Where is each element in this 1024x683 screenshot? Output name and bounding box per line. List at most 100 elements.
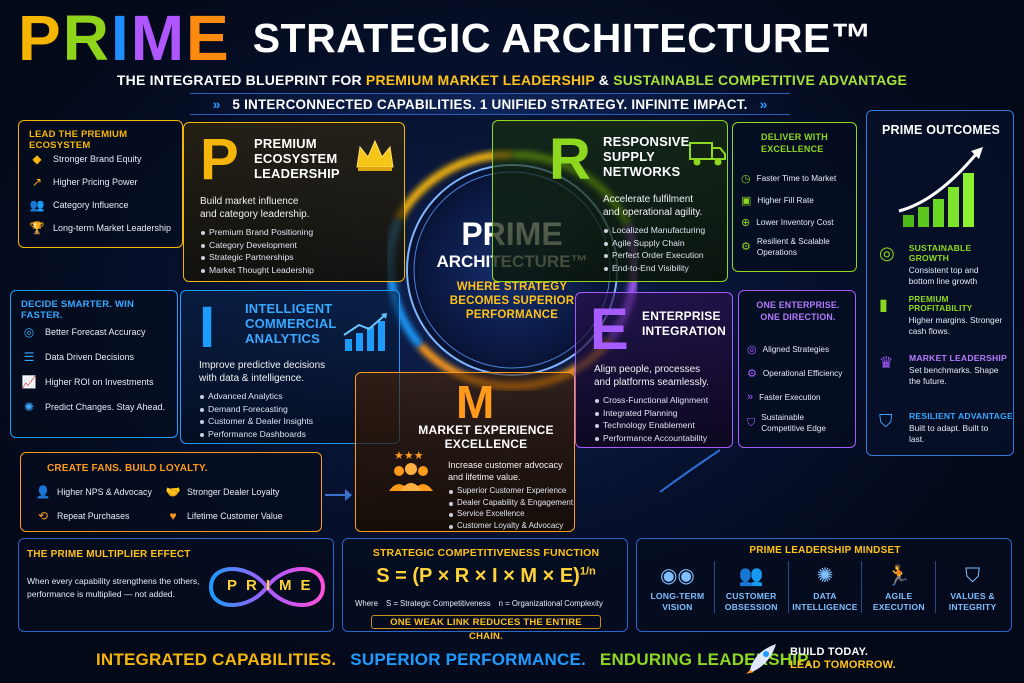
lead-premium-title: LEAD THE PREMIUM ECOSYSTEM — [29, 129, 128, 151]
shield-star-icon: ⛉ — [965, 565, 981, 587]
list-item: Integrated Planning — [594, 407, 708, 420]
multiplier-title: THE PRIME MULTIPLIER EFFECT — [27, 549, 191, 560]
brain-icon: ✺ — [816, 565, 834, 587]
double-chevron-right-icon: » — [212, 96, 221, 112]
formula-title: STRATEGIC COMPETITIVENESS FUNCTION — [372, 547, 600, 559]
shield-star-icon: ⛉ — [879, 411, 893, 431]
footer-slogan: INTEGRATED CAPABILITIES. SUPERIOR PERFOR… — [96, 650, 812, 669]
mindset-title: PRIME LEADERSHIP MINDSET — [749, 545, 901, 556]
rocket-icon — [744, 640, 784, 681]
letter-r: R — [549, 127, 591, 192]
target-icon: ◎ — [747, 343, 757, 356]
shield-icon: ⛉ — [747, 416, 756, 429]
person-icon: 👤 — [35, 485, 51, 499]
r-bullets: Localized Manufacturing Agile Supply Cha… — [603, 224, 705, 274]
double-chevron-right-icon: » — [759, 96, 768, 112]
list-item: ✺Predict Changes. Stay Ahead. — [21, 394, 165, 419]
panel-lead-premium: LEAD THE PREMIUM ECOSYSTEM ◆Stronger Bra… — [18, 120, 183, 248]
list-item: ⚙Resilient & Scalable Operations — [741, 237, 830, 257]
list-item: 🤝Stronger Dealer Loyalty — [165, 485, 280, 499]
list-item: 📈Higher ROI on Investments — [21, 374, 154, 389]
title-rest: STRATEGIC ARCHITECTURE™ — [252, 14, 873, 61]
diamond-icon: ◆ — [32, 151, 42, 166]
list-item: Agile Supply Chain — [603, 237, 705, 250]
panel-formula: STRATEGIC COMPETITIVENESS FUNCTION S = (… — [342, 538, 628, 642]
bar-chart-icon: ▮ — [879, 297, 888, 314]
prime-logo-word: PRIME — [18, 2, 231, 74]
tagline-text: 5 INTERCONNECTED CAPABILITIES. 1 UNIFIED… — [232, 96, 748, 112]
list-item: Strategic Partnerships — [200, 251, 314, 264]
box-icon: ▣ — [741, 194, 752, 207]
list-item: Cross-Functional Alignment — [594, 394, 708, 407]
list-item: ♥Lifetime Customer Value — [165, 505, 315, 527]
list-item: ◎Aligned Strategies — [747, 343, 830, 356]
list-item: Category Development — [200, 239, 314, 252]
list-item: Performance Accountability — [594, 432, 708, 445]
multiplier-desc: When every capability strengthens the ot… — [27, 576, 200, 599]
list-item: Dealer Capability & Engagement — [448, 497, 573, 509]
customers-icon: 👥 — [738, 565, 764, 587]
arrow-down-icon: ⊕ — [741, 216, 751, 229]
create-fans-title: CREATE FANS. BUILD LOYALTY. — [47, 463, 208, 474]
list-item: ↗Higher Pricing Power — [29, 170, 171, 193]
svg-text:★★★: ★★★ — [394, 449, 424, 462]
footer-cta: BUILD TODAY. LEAD TOMORROW. — [790, 646, 896, 671]
fast-forward-icon: » — [747, 391, 754, 403]
list-item: 👥Category Influence — [29, 197, 129, 212]
letter-m: M — [456, 376, 495, 428]
bar-chart-icon — [341, 311, 389, 358]
mindset-item: ⛉ VALUES &INTEGRITY — [936, 561, 1009, 613]
decide-smarter-title: DECIDE SMARTER. WIN FASTER. — [21, 299, 135, 321]
handshake-icon: 🤝 — [165, 485, 181, 499]
database-icon: ☰ — [23, 349, 35, 364]
binoculars-icon: ◉◉ — [659, 565, 695, 587]
clock-icon: ◷ — [741, 172, 751, 185]
chart-up-icon: 📈 — [21, 374, 37, 389]
gear-icon: ⚙ — [747, 367, 757, 380]
list-item: Service Excellence — [448, 508, 573, 520]
people-icon: 👥 — [29, 197, 45, 212]
deliver-list: ◷Faster Time to Market ▣Higher Fill Rate… — [741, 167, 839, 261]
list-item: »Faster Execution — [747, 391, 821, 403]
list-item: ⟲Repeat Purchases — [35, 505, 165, 527]
tagline-bar: » 5 INTERCONNECTED CAPABILITIES. 1 UNIFI… — [190, 93, 790, 115]
i-bullets: Advanced Analytics Demand Forecasting Cu… — [199, 390, 313, 440]
panel-create-fans: CREATE FANS. BUILD LOYALTY. 👤Higher NPS … — [20, 452, 322, 532]
list-item: ◷Faster Time to Market — [741, 172, 837, 185]
subtitle: THE INTEGRATED BLUEPRINT FOR PREMIUM MAR… — [116, 72, 908, 88]
p-bullets: Premium Brand Positioning Category Devel… — [200, 226, 314, 276]
list-item: ⛉Sustainable Competitive Edge — [747, 413, 826, 433]
list-item: ⊕Lower Inventory Cost — [741, 216, 834, 229]
letter-i: I — [199, 295, 216, 360]
network-icon: ⚙ — [741, 240, 751, 253]
formula-equation: S = (P × R × I × M × E)1/n — [376, 565, 596, 587]
enterprise-title: ONE ENTERPRISE.ONE DIRECTION. — [756, 300, 840, 322]
list-item: Localized Manufacturing — [603, 224, 705, 237]
list-item: Customer Loyalty & Advocacy — [448, 520, 573, 532]
heart-icon: ♥ — [169, 509, 177, 523]
enterprise-list: ◎Aligned Strategies ⚙Operational Efficie… — [747, 337, 842, 437]
repeat-icon: ⟲ — [37, 509, 49, 523]
list-item: Demand Forecasting — [199, 403, 313, 416]
